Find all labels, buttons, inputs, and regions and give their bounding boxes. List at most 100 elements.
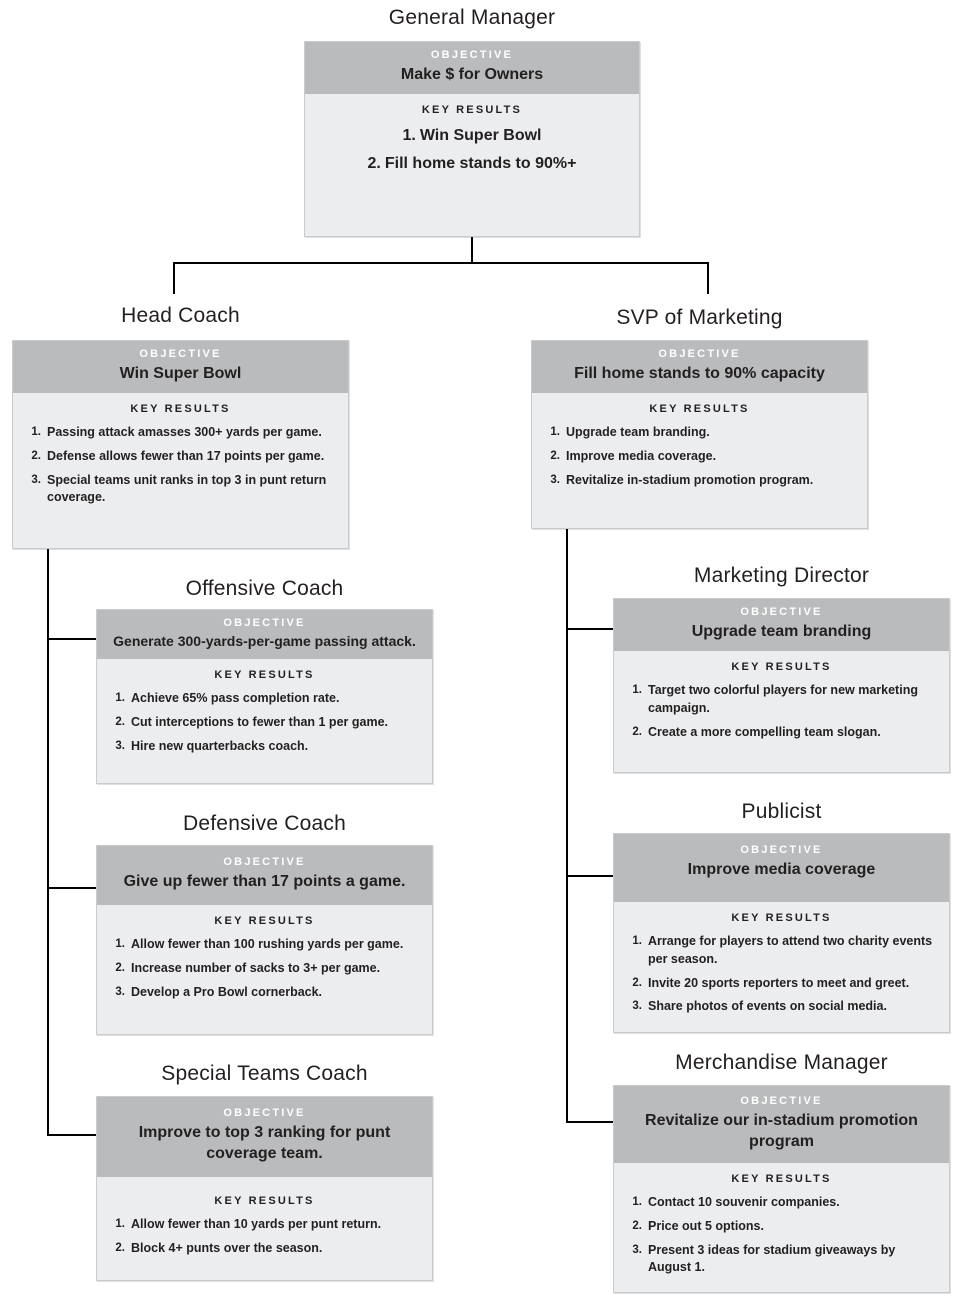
card-body: KEY RESULTS 1.Passing attack amasses 300…: [13, 393, 348, 522]
role-title-defensive-coach: Defensive Coach: [183, 812, 346, 835]
key-result-item: 2. Block 4+ punts over the season.: [109, 1240, 420, 1258]
card-header: OBJECTIVE Make $ for Owners: [305, 42, 639, 95]
key-result-number: 1.: [550, 426, 560, 439]
key-result-item: 2.Cut interceptions to fewer than 1 per …: [109, 714, 420, 732]
role-title-special-teams-coach: Special Teams Coach: [161, 1062, 368, 1085]
key-results-list: 1.Achieve 65% pass completion rate. 2.Cu…: [109, 690, 420, 755]
key-result-text: Invite 20 sports reporters to meet and g…: [648, 975, 910, 990]
card-body: KEY RESULTS 1.Win Super Bowl 2.Fill home…: [305, 94, 639, 195]
key-result-number: 2.: [367, 154, 381, 172]
key-result-item: 2. Invite 20 sports reporters to meet and…: [626, 975, 937, 993]
role-title-general-manager: General Manager: [388, 6, 556, 29]
key-result-number: 1.: [632, 935, 642, 948]
key-result-text: Improve media coverage.: [566, 448, 717, 463]
card-header: OBJECTIVE Improve to top 3 ranking for p…: [97, 1097, 432, 1178]
key-result-item: 1. Target two colorful players for new ma…: [626, 682, 937, 718]
key-result-number: 3.: [115, 739, 125, 752]
key-results-list: 1.Upgrade team branding. 2. Improve media…: [544, 424, 855, 489]
key-result-item: 1.Upgrade team branding.: [544, 424, 855, 442]
key-result-text: Cut interceptions to fewer than 1 per ga…: [131, 715, 388, 730]
key-result-number: 1.: [402, 127, 416, 145]
card-header: OBJECTIVE Win Super Bowl: [13, 341, 348, 394]
okr-card-marketing-director[interactable]: OBJECTIVE Upgrade team branding KEY RESU…: [613, 598, 950, 773]
key-result-item: 1.Achieve 65% pass completion rate.: [109, 690, 420, 708]
key-result-number: 2.: [632, 976, 642, 989]
okr-card-defensive-coach[interactable]: OBJECTIVE Give up fewer than 17 points a…: [96, 845, 433, 1035]
key-results-label: KEY RESULTS: [421, 104, 523, 117]
key-result-item: 1.Allow fewer than 100 rushing yards per…: [109, 936, 420, 954]
okr-card-publicist[interactable]: OBJECTIVE Improve media coverage KEY RES…: [613, 833, 950, 1033]
key-result-text: Increase number of sacks to 3+ per game.: [131, 960, 381, 975]
card-body: KEY RESULTS 1.Allow fewer than 100 rushi…: [97, 905, 432, 1016]
key-results-label: KEY RESULTS: [214, 1195, 315, 1208]
key-result-number: 2.: [632, 1219, 642, 1232]
key-result-item: 3.Share photos of events on social media…: [626, 998, 937, 1016]
key-results-list: 1.Allow fewer than 10 yards per punt ret…: [109, 1216, 420, 1258]
key-result-text: Target two colorful players for new mark…: [648, 683, 918, 715]
connector-offensive-branch: [47, 638, 97, 640]
objective-label: OBJECTIVE: [223, 856, 306, 868]
connector-defensive-branch: [47, 887, 97, 889]
connector-marketingdirector-branch: [566, 628, 614, 630]
key-result-item: 1.Allow fewer than 10 yards per punt ret…: [109, 1216, 420, 1234]
key-result-text: Defense allows fewer than 17 points per …: [47, 448, 325, 463]
key-result-number: 1.: [31, 426, 41, 439]
key-results-list: 1.Win Super Bowl 2.Fill home stands to 9…: [317, 125, 627, 175]
key-result-text: Block 4+ punts over the season.: [131, 1240, 323, 1255]
key-result-number: 3.: [31, 473, 41, 486]
key-result-number: 2.: [550, 449, 560, 462]
card-body: KEY RESULTS 1.Arrange for players to att…: [614, 902, 949, 1031]
card-header: OBJECTIVE Upgrade team branding: [614, 599, 949, 652]
objective-text: Give up fewer than 17 points a game.: [123, 873, 406, 890]
role-title-merchandise-manager: Merchandise Manager: [675, 1051, 888, 1074]
objective-label: OBJECTIVE: [740, 844, 823, 856]
key-results-list: 1.Arrange for players to attend two char…: [626, 933, 937, 1016]
key-result-number: 1.: [115, 1218, 125, 1231]
card-body: KEY RESULTS 1.Contact 10 souvenir compan…: [614, 1163, 949, 1292]
role-title-marketing-director: Marketing Director: [693, 564, 870, 587]
okr-card-svp-marketing[interactable]: OBJECTIVE Fill home stands to 90% capaci…: [531, 340, 868, 529]
key-results-label: KEY RESULTS: [214, 669, 315, 682]
key-result-text: Hire new quarterbacks coach.: [131, 738, 309, 753]
objective-text: Upgrade team branding: [691, 623, 872, 640]
key-results-label: KEY RESULTS: [731, 1173, 832, 1186]
role-title-svp-marketing: SVP of Marketing: [616, 306, 783, 329]
key-result-item: 2.Fill home stands to 90%+: [317, 153, 627, 176]
okr-card-head-coach[interactable]: OBJECTIVE Win Super Bowl KEY RESULTS 1.P…: [12, 340, 349, 549]
objective-text: Make $ for Owners: [400, 66, 544, 83]
key-result-text: Price out 5 options.: [648, 1218, 764, 1233]
key-result-number: 3.: [550, 473, 560, 486]
key-result-item: 3.Revitalize in-stadium promotion progra…: [544, 472, 855, 490]
connector-headcoach-trunk: [47, 549, 49, 1136]
connector-specialteams-branch: [47, 1134, 97, 1136]
key-result-number: 2.: [115, 1241, 125, 1254]
objective-label: OBJECTIVE: [740, 1095, 823, 1107]
connector-svp-drop: [707, 262, 709, 294]
objective-label: OBJECTIVE: [658, 348, 741, 360]
key-result-text: Achieve 65% pass completion rate.: [131, 691, 340, 706]
key-results-label: KEY RESULTS: [649, 403, 750, 416]
okr-card-merchandise-manager[interactable]: OBJECTIVE Revitalize our in-stadium prom…: [613, 1085, 950, 1293]
objective-label: OBJECTIVE: [430, 49, 514, 61]
key-result-number: 1.: [632, 1196, 642, 1209]
key-result-number: 1.: [632, 684, 642, 697]
key-result-text: Win Super Bowl: [419, 127, 542, 145]
role-title-offensive-coach: Offensive Coach: [185, 577, 344, 600]
okr-card-special-teams-coach[interactable]: OBJECTIVE Improve to top 3 ranking for p…: [96, 1096, 433, 1281]
connector-gm-bus: [173, 262, 709, 264]
okr-card-offensive-coach[interactable]: OBJECTIVE Generate 300-yards-per-game pa…: [96, 609, 433, 784]
objective-text: Improve media coverage: [687, 861, 876, 878]
key-result-item: 2.Increase number of sacks to 3+ per gam…: [109, 960, 420, 978]
key-result-item: 2. Improve media coverage.: [544, 448, 855, 466]
connector-publicist-branch: [566, 875, 614, 877]
connector-svp-trunk: [566, 529, 568, 1123]
key-result-item: 3. Special teams unit ranks in top 3 in p…: [25, 472, 336, 508]
key-results-label: KEY RESULTS: [731, 661, 832, 674]
okr-card-general-manager[interactable]: OBJECTIVE Make $ for Owners KEY RESULTS …: [304, 41, 640, 237]
key-result-text: Special teams unit ranks in top 3 in pun…: [47, 472, 327, 505]
objective-label: OBJECTIVE: [223, 617, 306, 629]
key-result-number: 2.: [31, 449, 41, 462]
objective-label: OBJECTIVE: [139, 348, 222, 360]
key-result-item: 1.Contact 10 souvenir companies.: [626, 1194, 937, 1212]
